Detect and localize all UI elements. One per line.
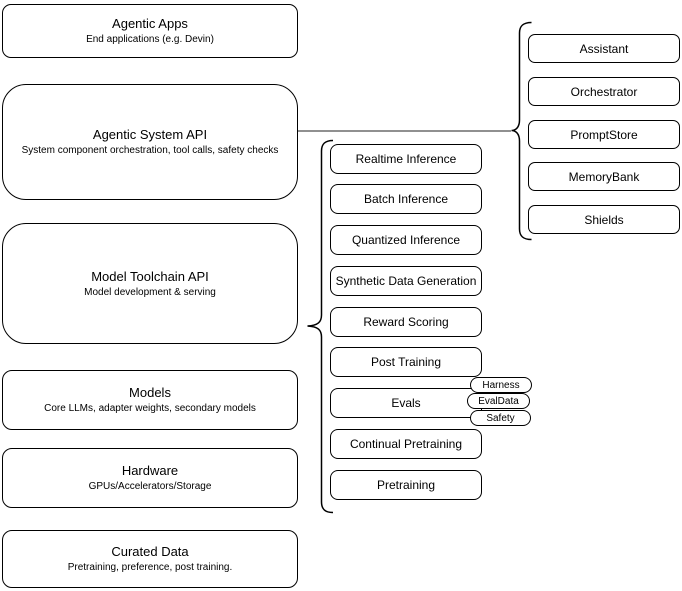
eval-tag-safety: Safety (470, 410, 531, 426)
toolchain-item-synthetic-data-generation: Synthetic Data Generation (330, 266, 482, 296)
box-title: Curated Data (111, 544, 189, 559)
toolchain-item-realtime-inference: Realtime Inference (330, 144, 482, 174)
toolchain-brace (307, 139, 334, 514)
box-hardware: Hardware GPUs/Accelerators/Storage (2, 448, 298, 508)
box-curated-data: Curated Data Pretraining, preference, po… (2, 530, 298, 588)
box-title: Agentic System API (92, 127, 208, 142)
box-models: Models Core LLMs, adapter weights, secon… (2, 370, 298, 430)
toolchain-item-reward-scoring: Reward Scoring (330, 307, 482, 337)
toolchain-item-post-training: Post Training (330, 347, 482, 377)
eval-tag-evaldata: EvalData (467, 393, 530, 409)
box-title: Model Toolchain API (91, 268, 209, 284)
box-subtitle: System component orchestration, tool cal… (21, 145, 279, 156)
system-component-promptstore: PromptStore (528, 120, 680, 149)
box-subtitle: GPUs/Accelerators/Storage (88, 481, 212, 492)
eval-tag-harness: Harness (470, 377, 532, 393)
box-subtitle: Pretraining, preference, post training. (67, 562, 233, 573)
system-components-brace (511, 21, 532, 241)
box-model-toolchain-api: Model Toolchain API Model development & … (2, 223, 298, 344)
box-agentic-apps: Agentic Apps End applications (e.g. Devi… (2, 4, 298, 58)
box-subtitle: Model development & serving (84, 286, 216, 298)
box-subtitle: Core LLMs, adapter weights, secondary mo… (44, 403, 256, 414)
toolchain-item-batch-inference: Batch Inference (330, 184, 482, 214)
toolchain-item-quantized-inference: Quantized Inference (330, 225, 482, 255)
box-title: Hardware (121, 463, 179, 478)
box-agentic-system-api: Agentic System API System component orch… (2, 84, 298, 200)
toolchain-item-evals: Evals (330, 388, 482, 418)
toolchain-item-pretraining: Pretraining (330, 470, 482, 500)
system-component-assistant: Assistant (528, 34, 680, 63)
box-title: Agentic Apps (112, 16, 188, 31)
system-component-shields: Shields (528, 205, 680, 234)
box-title: Models (129, 385, 171, 400)
box-subtitle: End applications (e.g. Devin) (86, 34, 214, 45)
system-component-orchestrator: Orchestrator (528, 77, 680, 106)
toolchain-item-continual-pretraining: Continual Pretraining (330, 429, 482, 459)
system-component-memorybank: MemoryBank (528, 162, 680, 191)
